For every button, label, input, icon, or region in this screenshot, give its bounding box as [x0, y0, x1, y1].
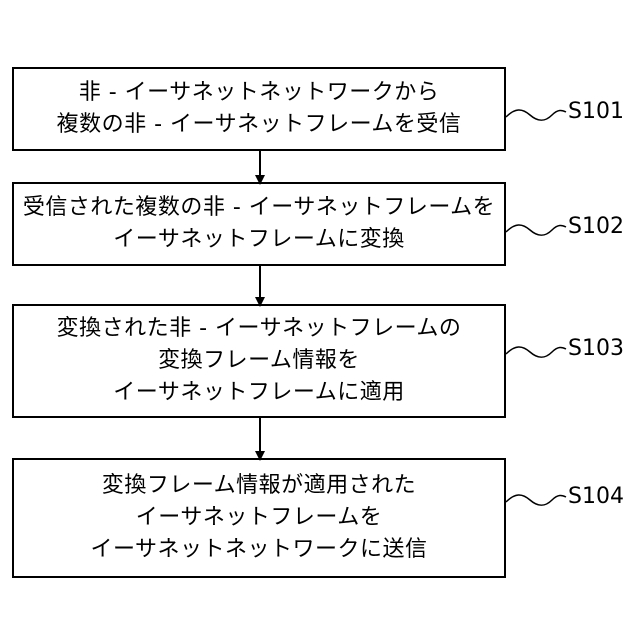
step-text-line: 変換フレーム情報が適用された	[102, 470, 416, 502]
step-text-line: 非 - イーサネットネットワークから	[79, 77, 440, 109]
step-label-s104: S104	[568, 485, 624, 509]
step-box-s102: 受信された複数の非 - イーサネットフレームを イーサネットフレームに変換	[12, 182, 506, 266]
step-label-s103: S103	[568, 337, 624, 361]
step-box-s101: 非 - イーサネットネットワークから 複数の非 - イーサネットフレームを受信	[12, 67, 506, 151]
leader-line-s104	[506, 495, 566, 505]
leader-line-s103	[506, 347, 566, 357]
step-text-line: イーサネットフレームを	[136, 502, 382, 534]
step-text-line: イーサネットネットワークに送信	[90, 534, 427, 566]
leader-line-s102	[506, 225, 566, 235]
step-text-line: イーサネットフレームに適用	[113, 377, 404, 409]
step-box-s103: 変換された非 - イーサネットフレームの 変換フレーム情報を イーサネットフレー…	[12, 304, 506, 418]
step-text-line: 受信された複数の非 - イーサネットフレームを	[23, 192, 495, 224]
step-text-line: イーサネットフレームに変換	[113, 224, 404, 256]
step-text-line: 変換フレーム情報を	[158, 345, 360, 377]
step-text-line: 複数の非 - イーサネットフレームを受信	[57, 109, 462, 141]
step-box-s104: 変換フレーム情報が適用された イーサネットフレームを イーサネットネットワークに…	[12, 458, 506, 578]
step-text-line: 変換された非 - イーサネットフレームの	[57, 313, 462, 345]
leader-line-s101	[506, 110, 566, 120]
step-label-s102: S102	[568, 215, 624, 239]
step-label-s101: S101	[568, 100, 624, 124]
